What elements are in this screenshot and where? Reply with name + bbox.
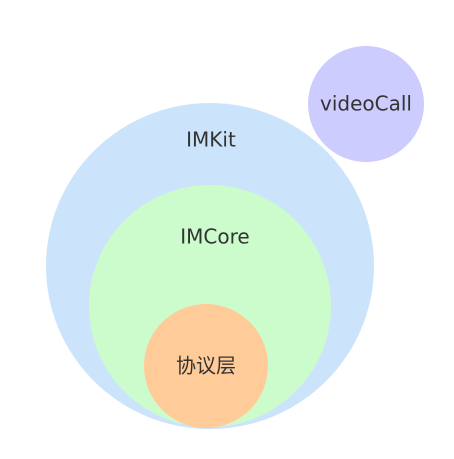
videocall-label: videoCall [320, 92, 412, 116]
protocol-layer-group: 协议层 [144, 304, 268, 428]
videocall-group: videoCall [308, 46, 424, 162]
imcore-label: IMCore [180, 225, 249, 249]
imkit-label: IMKit [186, 128, 236, 152]
videocall-circle [308, 46, 424, 162]
protocol-layer-circle [144, 304, 268, 428]
protocol-layer-label: 协议层 [176, 354, 236, 378]
